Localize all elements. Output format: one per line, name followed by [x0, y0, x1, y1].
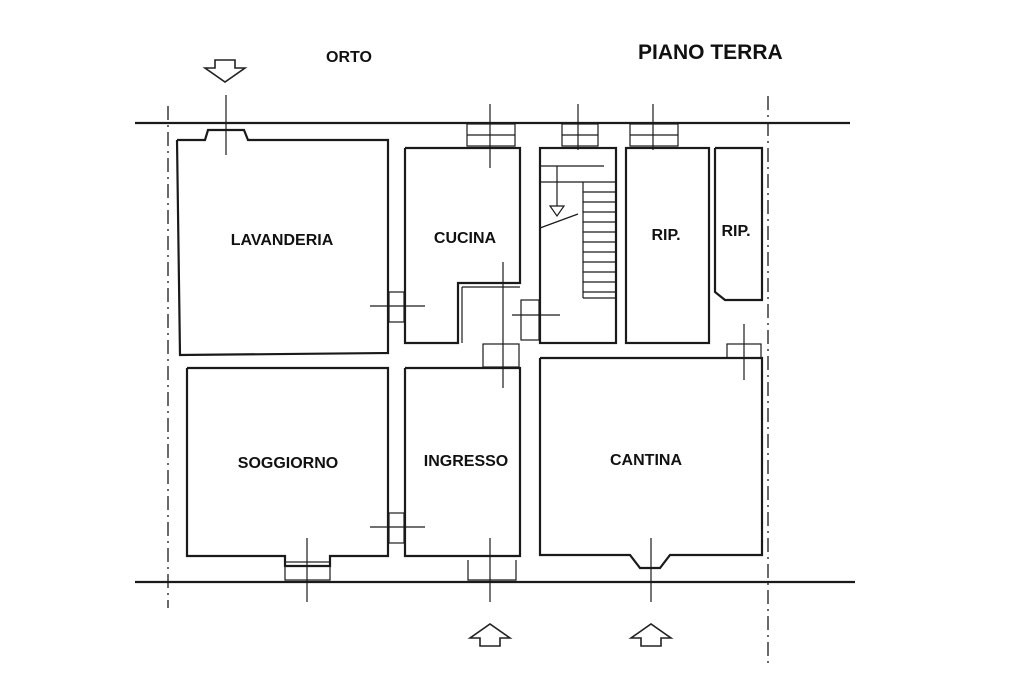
- entry-arrow-top-icon: [202, 59, 248, 83]
- door-openings: [388, 291, 762, 544]
- entry-arrow-bottom-left-icon: [467, 623, 513, 647]
- room-label-lavanderia: LAVANDERIA: [231, 232, 334, 249]
- room-label-ingresso: INGRESSO: [424, 453, 508, 470]
- garden-label: ORTO: [326, 49, 372, 66]
- section-cross-lines: [225, 95, 745, 602]
- room-label-cucina: CUCINA: [434, 230, 497, 247]
- plan-title: PIANO TERRA: [638, 41, 783, 64]
- top-windows: [284, 123, 679, 581]
- room-label-rip-1: RIP.: [651, 227, 680, 244]
- room-label-rip-2: RIP.: [721, 223, 750, 240]
- staircase: [539, 165, 617, 299]
- room-label-soggiorno: SOGGIORNO: [238, 455, 338, 472]
- perimeter-lines: [135, 96, 855, 665]
- room-walls: [175, 128, 764, 581]
- room-label-cantina: CANTINA: [610, 452, 682, 469]
- entry-arrow-bottom-right-icon: [628, 623, 674, 647]
